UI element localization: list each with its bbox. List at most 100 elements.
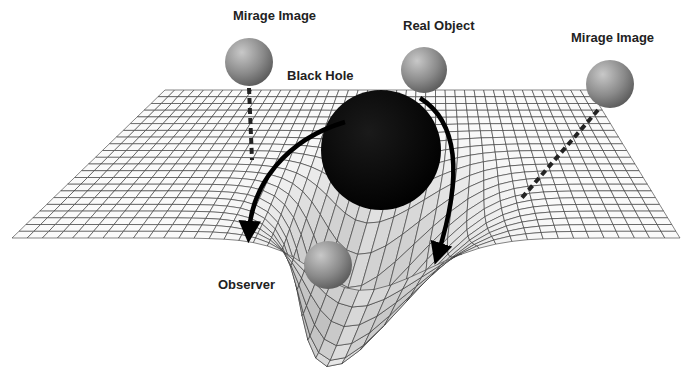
grid-cell <box>446 117 457 124</box>
grid-cell <box>552 218 569 225</box>
grid-cell <box>623 164 640 171</box>
grid-cell <box>445 97 456 104</box>
grid-cell <box>474 90 485 97</box>
grid-cell <box>510 234 527 242</box>
grid-cell <box>503 130 516 137</box>
grid-cell <box>481 138 494 146</box>
grid-cell <box>455 97 466 104</box>
grid-cell <box>521 158 535 165</box>
grid-cell <box>484 90 495 97</box>
grid-cell <box>459 246 479 254</box>
mirage-sphere <box>225 38 273 86</box>
grid-cell <box>567 218 584 225</box>
grid-cell <box>523 164 538 172</box>
grid-cell <box>406 90 416 97</box>
grid-cell <box>509 158 523 166</box>
grid-cell <box>603 130 618 137</box>
grid-cell <box>546 198 562 205</box>
grid-cell <box>634 184 651 191</box>
grid-cell <box>282 250 294 263</box>
grid-cell <box>539 225 556 232</box>
light-path-arrow <box>249 122 345 232</box>
mirage-label: Mirage Image <box>233 8 316 24</box>
grid-cell <box>526 233 543 240</box>
observer-sphere <box>304 241 352 289</box>
grid-cell <box>479 124 491 131</box>
grid-cell <box>436 104 446 111</box>
black-hole-label: Black Hole <box>287 68 353 84</box>
grid-cell <box>626 171 643 178</box>
black-hole-sphere <box>321 90 441 210</box>
grid-cell <box>486 104 498 111</box>
grid-cell <box>489 117 501 124</box>
grid-cell <box>465 97 476 104</box>
grid-cell <box>470 138 482 147</box>
grid-cell <box>571 231 589 238</box>
grid-cell <box>477 110 489 117</box>
grid-cell <box>619 157 635 164</box>
mirage-sphere <box>586 60 634 108</box>
grid-cell <box>494 236 512 244</box>
grid-cell <box>554 225 571 232</box>
grid-cell <box>540 178 555 185</box>
grid-cell <box>642 198 660 205</box>
grid-cell <box>385 278 409 299</box>
grid-cell <box>564 211 581 218</box>
grid-cell <box>550 212 567 219</box>
light-path-arrow <box>420 98 453 254</box>
grid-cell <box>224 233 242 240</box>
grid-cell <box>466 104 477 111</box>
grid-cell <box>403 270 427 289</box>
grid-cell <box>267 243 281 251</box>
grid-cell <box>498 110 510 117</box>
grid-cell <box>488 110 500 117</box>
sight-line <box>520 110 598 200</box>
grid-cell <box>504 137 517 144</box>
grid-cell <box>458 124 470 131</box>
grid-cell <box>457 110 468 117</box>
grid-cell <box>441 254 462 265</box>
grid-cell <box>596 117 611 124</box>
grid-cell <box>477 240 496 248</box>
grid-cell <box>492 131 505 138</box>
grid-cell <box>548 205 564 212</box>
grid-cell <box>469 124 481 131</box>
grid-cell <box>476 104 488 111</box>
grid-cell <box>457 117 469 124</box>
grid-cell <box>537 219 554 227</box>
grid-cell <box>480 131 493 138</box>
grid-cell <box>500 117 513 124</box>
grid-cell <box>422 261 445 277</box>
grid-cell <box>445 90 455 97</box>
grid-cell <box>653 218 672 225</box>
grid-cell <box>464 90 475 97</box>
grid-cell <box>467 110 479 117</box>
grid-cell <box>455 90 466 97</box>
object-label: Real Object <box>403 18 475 34</box>
grid-cell <box>607 137 623 144</box>
grid-cell <box>661 231 680 238</box>
grid-cell <box>518 144 532 151</box>
grid-cell <box>446 104 457 111</box>
grid-cell <box>519 151 533 158</box>
grid-cell <box>478 117 490 124</box>
grid-cell <box>638 191 656 198</box>
observer-label: Observer <box>218 277 275 293</box>
grid-cell <box>468 117 480 124</box>
grid-cell <box>569 225 586 232</box>
grid-cell <box>657 225 676 232</box>
object-sphere <box>401 47 447 93</box>
sight-line <box>249 88 252 160</box>
grid-cell <box>600 124 615 131</box>
grid-cell <box>469 131 481 139</box>
grid-cell <box>253 238 269 246</box>
grid-cell <box>556 232 573 239</box>
spacetime-grid <box>12 90 680 367</box>
grid-cell <box>436 90 446 97</box>
grid-cell <box>507 151 521 159</box>
grid-cell <box>490 124 503 131</box>
grid-cell <box>501 124 514 131</box>
grid-cell <box>650 211 668 218</box>
